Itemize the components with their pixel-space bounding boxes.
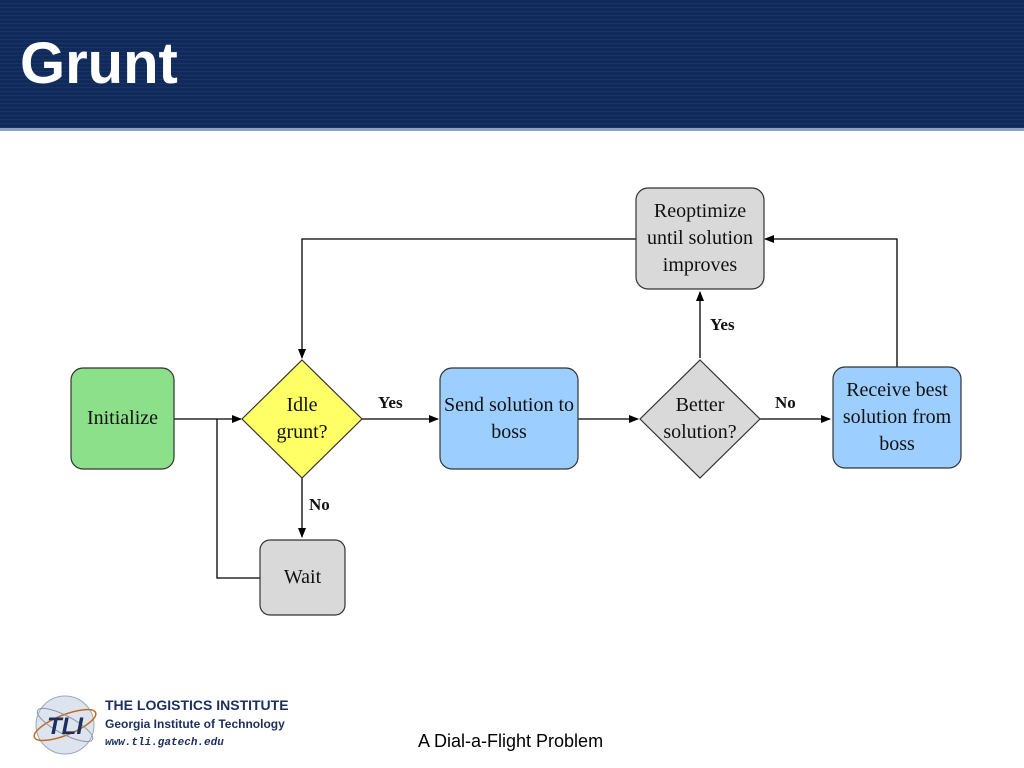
idle-grunt-label: Idle grunt? bbox=[276, 394, 328, 443]
tli-logo-icon: TLI bbox=[33, 695, 97, 755]
send-solution-label: Send solution to boss bbox=[443, 393, 574, 443]
no-label-idle-to-wait: No bbox=[309, 495, 330, 514]
yes-label-idle-to-send: Yes bbox=[378, 393, 403, 412]
receive-best-label: Receive best solution from boss bbox=[842, 379, 952, 455]
logo-institute-name: THE LOGISTICS INSTITUTE bbox=[105, 697, 289, 713]
wait-label: Wait bbox=[283, 566, 322, 588]
no-label-better-to-receive: No bbox=[775, 393, 796, 412]
slide-title: Grunt bbox=[20, 31, 178, 96]
initialize-label: Initialize bbox=[86, 407, 159, 429]
initialize-node bbox=[70, 367, 175, 470]
reoptimize-label: Reoptimize until solution improves bbox=[646, 200, 754, 276]
edge-wait-to-idle bbox=[216, 419, 260, 579]
reoptimize-node bbox=[635, 187, 765, 290]
wait-node bbox=[259, 539, 346, 616]
logo-university-name: Georgia Institute of Technology bbox=[105, 717, 285, 731]
send-solution-node bbox=[439, 367, 579, 470]
better-solution-label: Better solution? bbox=[663, 394, 737, 443]
title-bar bbox=[0, 0, 1024, 128]
yes-label-better-to-reoptimize: Yes bbox=[710, 315, 735, 334]
edge-reoptimize-to-idle bbox=[298, 238, 636, 359]
better-solution-node bbox=[639, 359, 761, 479]
logo-mark: TLI bbox=[47, 713, 84, 740]
receive-best-node bbox=[832, 366, 962, 469]
idle-grunt-node bbox=[241, 359, 363, 479]
footer-text: A Dial-a-Flight Problem bbox=[418, 731, 604, 751]
edge-receive-to-reoptimize bbox=[764, 235, 898, 367]
logo-url: www.tli.gatech.edu bbox=[105, 737, 224, 749]
title-bar-rule bbox=[0, 128, 1024, 131]
